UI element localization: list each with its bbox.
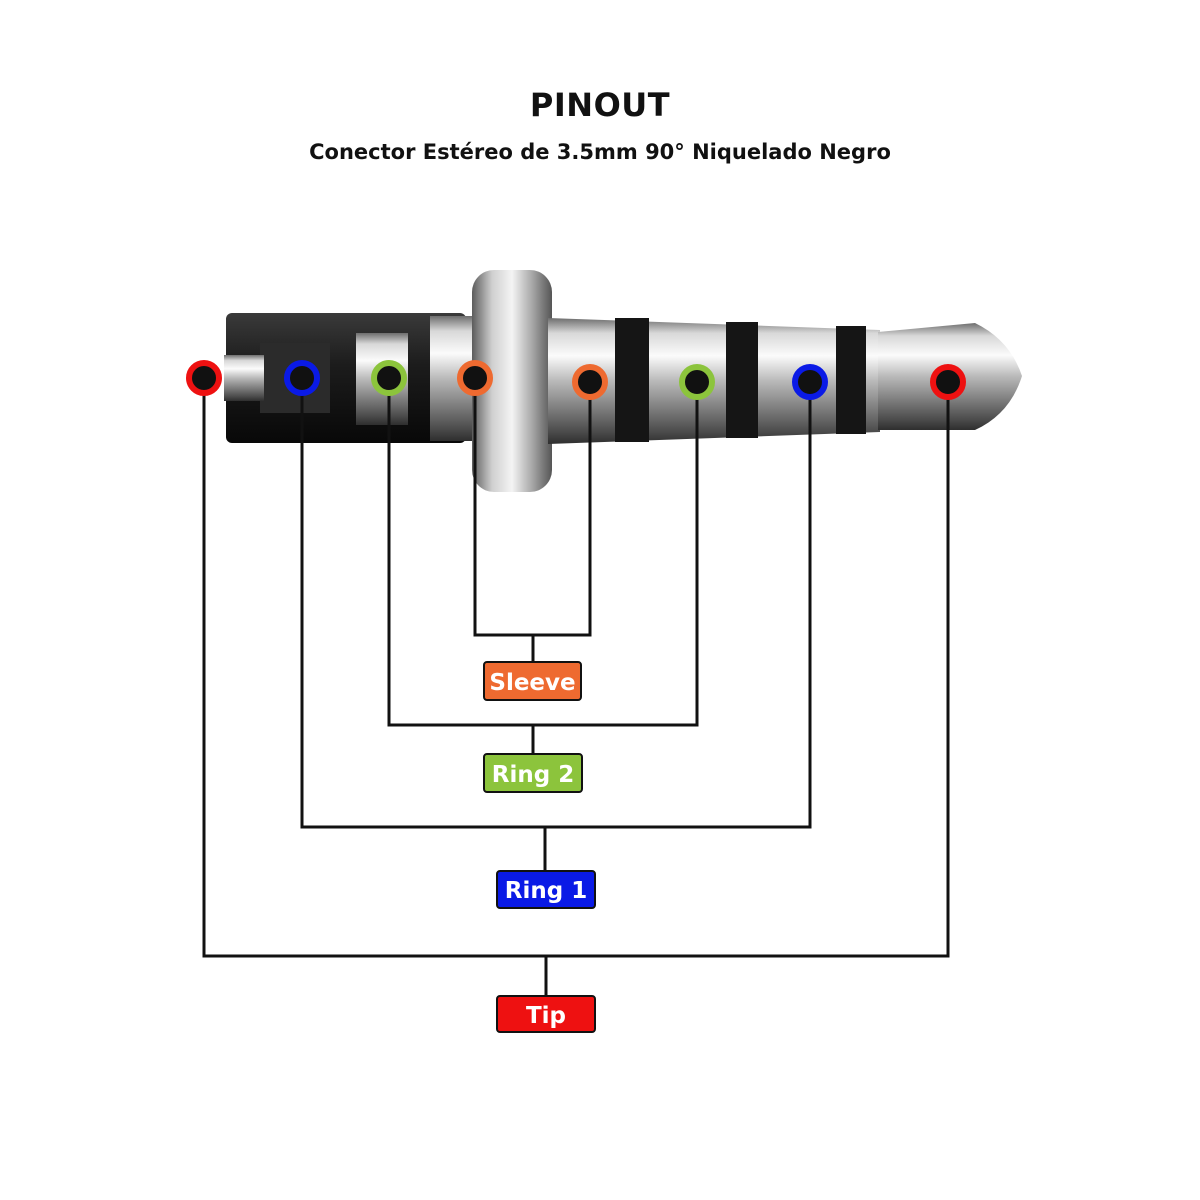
ring2-wire: [387, 378, 699, 754]
tip-wire: [202, 378, 950, 996]
label-ring1: Ring 1: [496, 870, 596, 909]
pin-sleeve-left: [457, 360, 493, 396]
label-sleeve-box: [483, 661, 582, 701]
label-ring1-box: [496, 870, 596, 909]
insulator-band-1: [615, 318, 649, 442]
pin-ring1-right: [792, 364, 828, 400]
page-title: PINOUT: [529, 86, 671, 124]
flange: [472, 270, 552, 492]
label-ring2: Ring 2: [483, 753, 583, 793]
label-sleeve-text: Sleeve: [489, 670, 575, 696]
ring1-wire: [300, 378, 812, 871]
label-ring1-text: Ring 1: [505, 878, 587, 904]
pin-ring2-right: [679, 364, 715, 400]
insulator-band-3: [836, 326, 866, 434]
pin-tip-left: [186, 360, 222, 396]
connector-plug-image: [224, 270, 1022, 492]
pin-tip-right: [930, 364, 966, 400]
metal-insert-left: [224, 355, 264, 401]
label-tip: Tip: [496, 995, 596, 1033]
pin-sleeve-right: [572, 364, 608, 400]
label-sleeve: Sleeve: [483, 661, 582, 701]
label-ring2-text: Ring 2: [492, 762, 574, 788]
pin-ring1-left: [284, 360, 320, 396]
label-tip-text: Tip: [526, 1003, 566, 1029]
wiring-lines: [202, 378, 950, 996]
pin-ring2-left: [371, 360, 407, 396]
insulator-band-2: [726, 322, 758, 438]
sleeve-wire: [473, 378, 592, 662]
page-subtitle: Conector Estéreo de 3.5mm 90° Niquelado …: [309, 140, 891, 164]
label-ring2-box: [483, 753, 583, 793]
label-tip-box: [496, 995, 596, 1033]
pin-markers: [186, 360, 966, 400]
